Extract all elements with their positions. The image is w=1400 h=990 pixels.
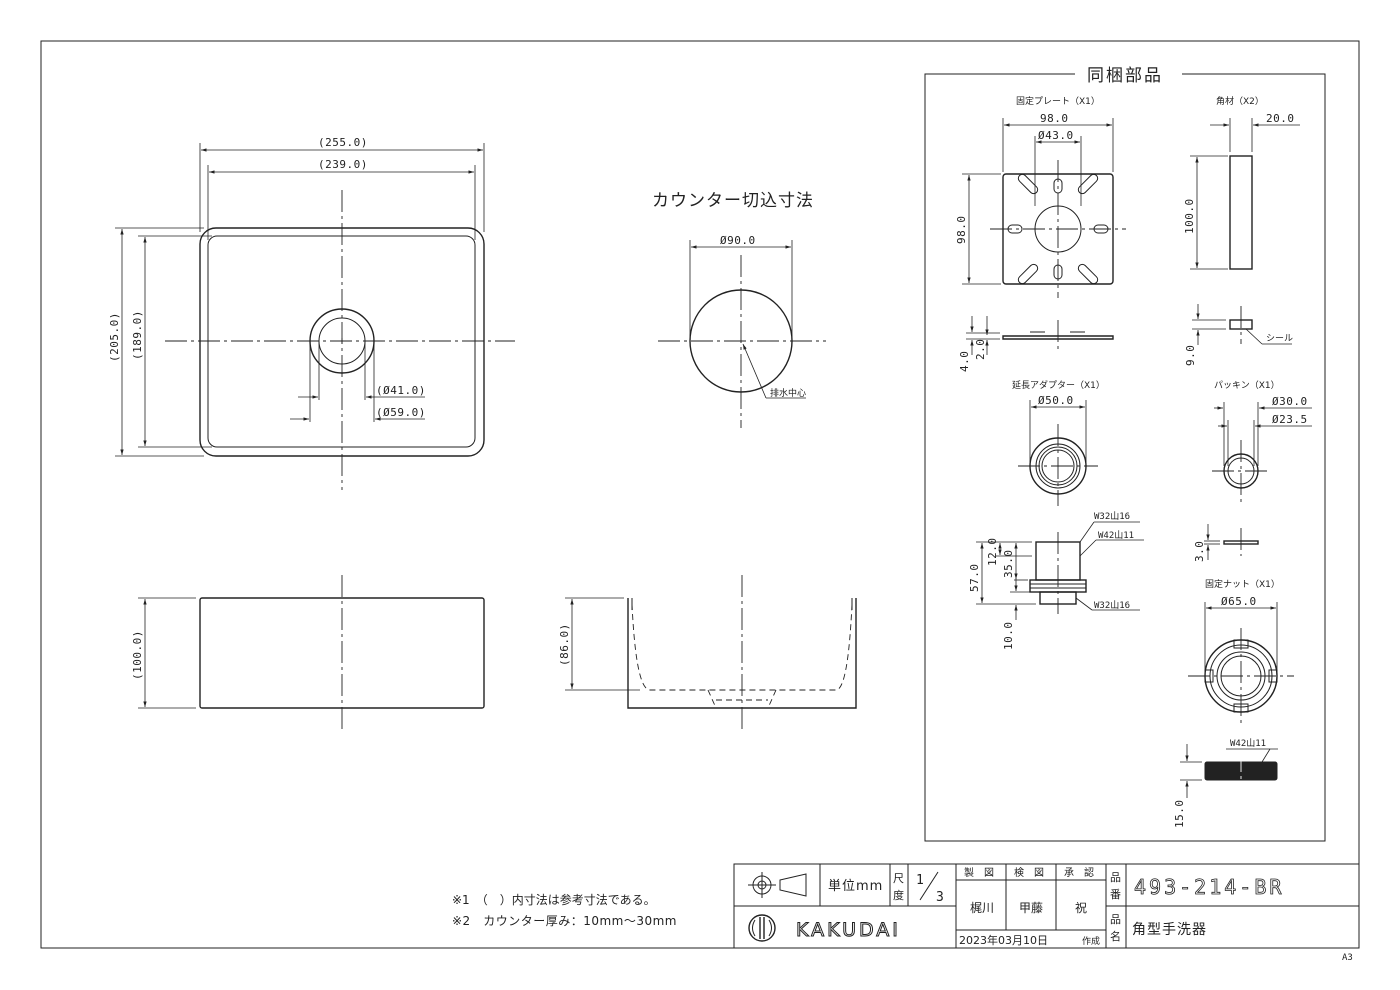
dim-bowl-depth: (86.0) — [558, 623, 571, 666]
drawing-date: 2023年03月10日 — [959, 933, 1048, 947]
scale-numerator: 1 — [916, 873, 924, 888]
brand-name: KAKUDAI — [796, 919, 901, 941]
basin-inner-outline — [207, 235, 476, 448]
third-angle-projection-icon — [748, 872, 807, 898]
adapter-dim-a: 12.0 — [986, 538, 999, 567]
cutout-view: カウンター切込寸法 Ø90.0 排水中心 — [652, 191, 826, 428]
unit-label: 単位mm — [828, 878, 883, 894]
square-bar-width: 20.0 — [1266, 112, 1295, 125]
approved-by: 祝 — [1075, 901, 1087, 915]
square-bar-length: 100.0 — [1183, 198, 1196, 234]
checked-label: 検 図 — [1014, 866, 1044, 879]
sheet-border — [40, 40, 1360, 949]
part-name-label-bottom: 名 — [1110, 929, 1121, 943]
scale-label-top: 尺 — [893, 872, 904, 885]
section-view: (86.0) — [558, 575, 857, 730]
nut-diameter: Ø65.0 — [1221, 595, 1257, 608]
packing-inner: Ø23.5 — [1272, 413, 1308, 426]
note-1: ※1 （ ）内寸法は参考寸法である。 — [452, 892, 656, 907]
adapter-label: 延長アダプター（X1） — [1012, 379, 1105, 391]
adapter-diameter: Ø50.0 — [1038, 394, 1074, 407]
dim-drain-outer: (Ø59.0) — [376, 406, 426, 419]
kakudai-logo-icon — [748, 914, 776, 942]
adapter-thread-mid: W42山11 — [1098, 530, 1134, 541]
note-2: ※2 カウンター厚み：10mm～30mm — [452, 914, 677, 928]
section-hidden-bowl — [631, 603, 853, 691]
part-number: 493-214-BR — [1134, 875, 1284, 899]
fixing-plate-thickness-total: 4.0 — [958, 351, 971, 372]
fixing-plate-width: 98.0 — [1040, 112, 1069, 125]
nut-thread: W42山11 — [1230, 738, 1266, 749]
dim-outer-width: (255.0) — [318, 136, 368, 149]
checked-by: 甲藤 — [1019, 901, 1043, 915]
square-bar-label: 角材（X2） — [1216, 95, 1264, 107]
sheet-size-label: A3 — [1342, 953, 1353, 963]
cutout-diameter: Ø90.0 — [720, 234, 756, 247]
adapter-thread-bottom: W32山16 — [1094, 600, 1130, 611]
adapter-dim-b: 35.0 — [1002, 550, 1015, 579]
fixing-plate-thickness: 2.0 — [974, 339, 987, 360]
packing-label: パッキン（X1） — [1214, 380, 1280, 391]
made-label: 製 図 — [964, 866, 994, 879]
scale-label-bottom: 度 — [893, 888, 904, 902]
cutout-center-label: 排水中心 — [770, 387, 806, 399]
part-name-label-top: 品 — [1110, 913, 1121, 926]
part-no-label-top: 品 — [1110, 871, 1121, 884]
approved-label: 承 認 — [1064, 866, 1094, 879]
scale-denominator: 3 — [936, 890, 944, 905]
fixing-plate-label: 固定プレート（X1） — [1016, 95, 1100, 107]
dim-height: (100.0) — [131, 630, 144, 680]
plan-view: (255.0) (239.0) (205.0) (189.0) (Ø41.0) … — [108, 136, 515, 490]
part-no-label-bottom: 番 — [1110, 888, 1121, 901]
adapter-dim-c: 10.0 — [1002, 622, 1015, 651]
fixing-plate-hole-dim: Ø43.0 — [1038, 129, 1074, 142]
nut-height: 15.0 — [1173, 800, 1186, 829]
title-block: 単位mm 尺 度 1 3 KAKUDAI 製 図 検 図 承 認 梶川 甲藤 祝… — [733, 863, 1360, 949]
drawing-date-suffix: 作成 — [1082, 935, 1100, 947]
packing-thickness: 3.0 — [1193, 541, 1206, 562]
parts-box: 同梱部品 固定プレート（X1） 98.0 Ø43.0 98.0 — [924, 66, 1326, 842]
fixing-plate-height: 98.0 — [955, 216, 968, 245]
packing-outer: Ø30.0 — [1272, 395, 1308, 408]
adapter-thread-top: W32山16 — [1094, 511, 1130, 522]
front-view: (100.0) — [131, 575, 485, 730]
dim-inner-width: (239.0) — [318, 158, 368, 171]
adapter-dim-total: 57.0 — [968, 564, 981, 593]
square-bar-body — [1229, 155, 1253, 270]
part-name: 角型手洗器 — [1132, 922, 1207, 938]
dim-inner-depth: (189.0) — [131, 310, 144, 360]
parts-box-title: 同梱部品 — [1087, 66, 1163, 86]
dim-drain-inner: (Ø41.0) — [376, 384, 426, 397]
cutout-title: カウンター切込寸法 — [652, 191, 814, 211]
dim-outer-depth: (205.0) — [108, 312, 121, 362]
square-bar-seal-label: シール — [1266, 334, 1293, 344]
square-bar-height: 9.0 — [1184, 345, 1197, 366]
made-by: 梶川 — [970, 901, 994, 915]
nut-label: 固定ナット（X1） — [1205, 578, 1280, 590]
